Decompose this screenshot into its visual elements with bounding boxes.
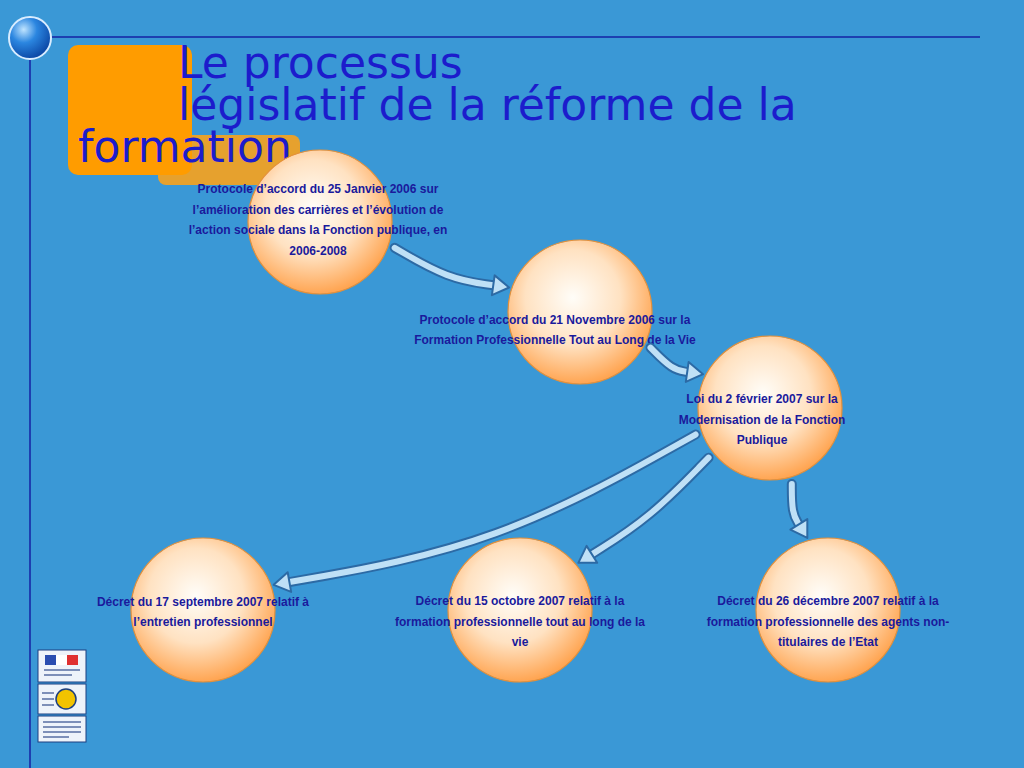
circle-shape bbox=[508, 240, 652, 384]
circle-node: Loi du 2 février 2007 sur la Modernisati… bbox=[697, 335, 843, 481]
circle-shape bbox=[248, 150, 392, 294]
arrow-outline bbox=[395, 248, 494, 285]
node-text: Décret du 17 septembre 2007 relatif à l’… bbox=[87, 592, 319, 633]
arrow-shaft bbox=[792, 484, 799, 524]
arrow-connector bbox=[651, 348, 704, 382]
layout-spacer bbox=[598, 42, 838, 84]
blue-sphere bbox=[9, 17, 51, 59]
logo-line bbox=[43, 731, 81, 733]
circle-shape bbox=[698, 336, 842, 480]
arrow-outline bbox=[592, 458, 709, 555]
node-text: Protocole d’accord du 25 Janvier 2006 su… bbox=[173, 179, 463, 261]
circle-outline bbox=[447, 537, 593, 683]
logo-line bbox=[42, 704, 54, 706]
circle-shape bbox=[131, 538, 275, 682]
circle-outline bbox=[697, 335, 843, 481]
circle-node: Protocole d’accord du 21 Novembre 2006 s… bbox=[507, 239, 653, 385]
logo-line bbox=[43, 721, 81, 723]
arrow-connector bbox=[578, 458, 708, 563]
logo-line bbox=[44, 674, 72, 676]
circle-node: Décret du 26 décembre 2007 relatif à la … bbox=[755, 537, 901, 683]
diagram-title: Le processus législatif de la réforme de… bbox=[78, 37, 797, 172]
arrow-connector bbox=[395, 248, 509, 295]
node-text: Décret du 15 octobre 2007 relatif à la f… bbox=[393, 591, 648, 653]
logo-line bbox=[43, 736, 69, 738]
logo-box bbox=[38, 716, 86, 742]
circle-shape bbox=[448, 538, 592, 682]
logo-emblem bbox=[56, 689, 76, 709]
circle-outline bbox=[247, 149, 393, 295]
node-text: Décret du 26 décembre 2007 relatif à la … bbox=[701, 591, 956, 653]
logo-box bbox=[38, 650, 86, 682]
circle-node: Protocole d’accord du 25 Janvier 2006 su… bbox=[247, 149, 393, 295]
circle-outline bbox=[507, 239, 653, 385]
side-rule bbox=[29, 60, 31, 768]
circle-outline bbox=[755, 537, 901, 683]
arrow-connector bbox=[790, 484, 807, 538]
arrow-head bbox=[578, 546, 597, 563]
layout-spacer bbox=[78, 84, 178, 126]
logo-line bbox=[44, 669, 80, 671]
logo-line bbox=[43, 726, 81, 728]
arrow-outline bbox=[289, 435, 695, 583]
node-text: Loi du 2 février 2007 sur la Modernisati… bbox=[670, 389, 855, 451]
arrow-shaft bbox=[395, 248, 494, 285]
logo-line bbox=[42, 692, 54, 694]
arrow-shaft bbox=[289, 435, 695, 583]
arrow-head bbox=[686, 362, 703, 382]
flag-blue bbox=[45, 655, 56, 665]
arrow-connector bbox=[274, 435, 696, 592]
arrow-head bbox=[274, 572, 291, 592]
flag-red bbox=[67, 655, 78, 665]
arrow-shaft bbox=[651, 348, 688, 372]
logo-box bbox=[38, 684, 86, 714]
arrow-outline bbox=[651, 348, 688, 372]
arrow-shaft bbox=[592, 458, 709, 555]
arrow-outline bbox=[792, 484, 799, 524]
circle-shape bbox=[756, 538, 900, 682]
flag-white bbox=[56, 655, 67, 665]
title-block: Le processus législatif de la réforme de… bbox=[78, 42, 838, 168]
arrow-head bbox=[492, 275, 509, 295]
circle-outline bbox=[130, 537, 276, 683]
logo-line bbox=[42, 698, 54, 700]
circle-node: Décret du 17 septembre 2007 relatif à l’… bbox=[130, 537, 276, 683]
node-text: Protocole d’accord du 21 Novembre 2006 s… bbox=[413, 310, 698, 351]
logo-column bbox=[38, 650, 86, 742]
arrow-head bbox=[790, 519, 807, 538]
circle-node: Décret du 15 octobre 2007 relatif à la f… bbox=[447, 537, 593, 683]
